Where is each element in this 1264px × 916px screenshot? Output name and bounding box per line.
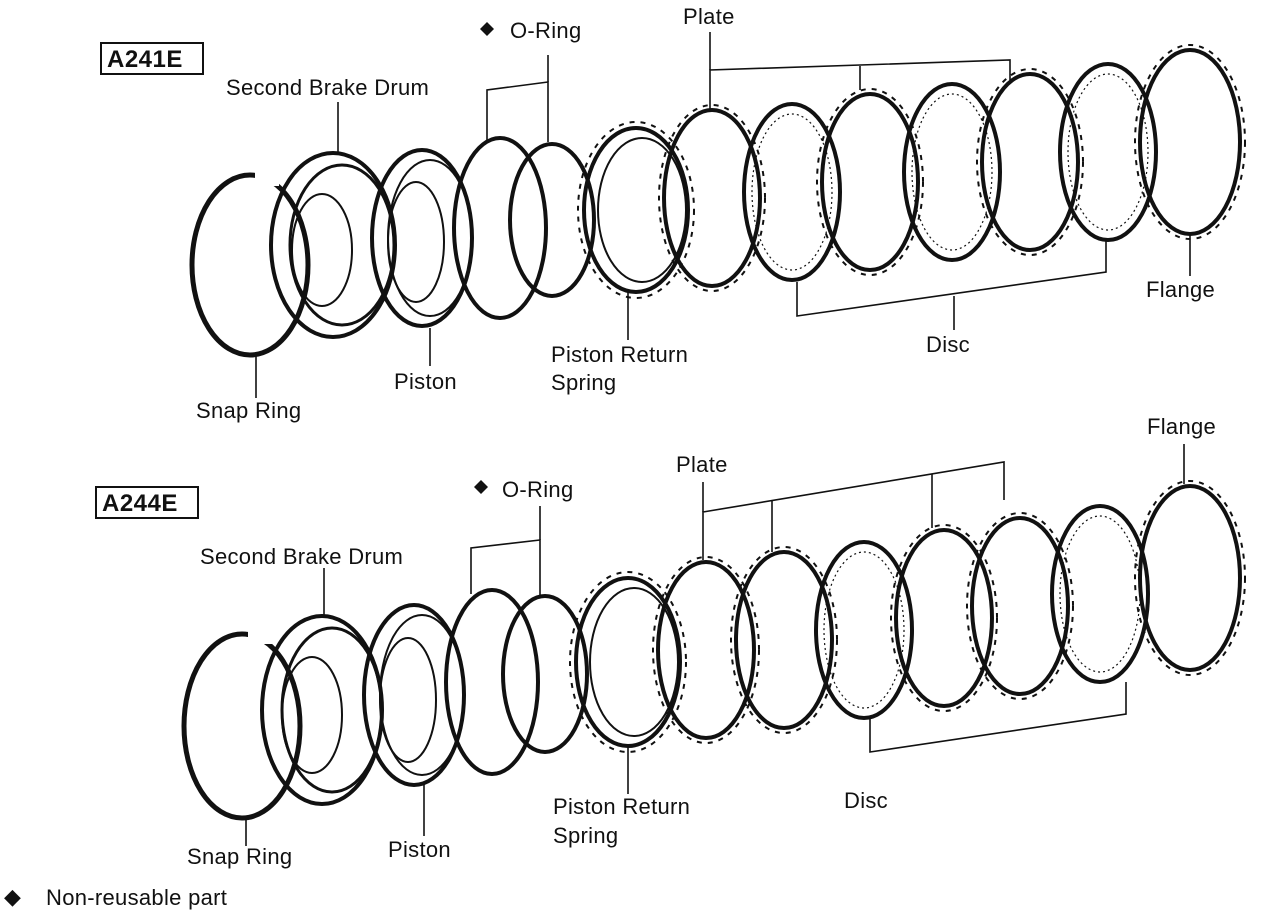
- snap-ring-shape: [181, 631, 303, 821]
- leader-lines: [245, 444, 1185, 846]
- o-ring-small: [508, 142, 596, 298]
- clutch-pack: [652, 480, 1246, 744]
- label-second-brake-drum: Second Brake Drum: [200, 544, 403, 569]
- snap-ring-gap: [255, 170, 279, 186]
- drum-bore: [291, 193, 353, 307]
- legend: ◆ Non-reusable part: [4, 884, 227, 910]
- spring-outer: [582, 126, 690, 294]
- diagram-a244e: A244E: [95, 414, 1246, 869]
- plate-2: [734, 550, 834, 730]
- drum-bore: [281, 656, 343, 774]
- label-piston-return-line2: Spring: [553, 823, 618, 848]
- piston-part: [362, 603, 466, 787]
- drum-inner: [288, 163, 396, 327]
- plate-4-teeth: [966, 512, 1074, 700]
- model-label: A244E: [102, 490, 178, 517]
- plate-1-teeth: [652, 556, 760, 744]
- flange-shape: [1138, 484, 1242, 672]
- label-piston: Piston: [388, 837, 451, 862]
- model-label: A241E: [107, 46, 183, 73]
- leader-lines: [255, 32, 1191, 398]
- label-disc: Disc: [844, 788, 888, 813]
- disc-1-lining: [751, 113, 833, 271]
- o-ring-small: [501, 594, 589, 754]
- plate-3: [980, 72, 1080, 252]
- label-disc: Disc: [926, 332, 970, 357]
- plate-3: [894, 528, 994, 708]
- label-plate: Plate: [683, 4, 735, 29]
- piston-bore: [379, 637, 437, 763]
- label-flange: Flange: [1147, 414, 1216, 439]
- plate-1: [662, 108, 762, 288]
- label-flange: Flange: [1146, 277, 1215, 302]
- clutch-pack: [658, 44, 1246, 292]
- diagram-a241e: A241E: [100, 4, 1246, 423]
- spring-coils: [569, 571, 687, 753]
- label-piston-return-line1: Piston Return: [551, 342, 688, 367]
- disc-2: [1050, 504, 1150, 684]
- disc-2-lining: [911, 93, 993, 251]
- plate-1: [656, 560, 756, 740]
- plate-3-teeth: [976, 68, 1084, 256]
- diamond-icon: [480, 22, 494, 36]
- plate-2: [820, 92, 920, 272]
- disc-3-lining: [1067, 73, 1149, 231]
- disc-1: [814, 540, 914, 720]
- snap-ring-part: [189, 170, 311, 358]
- disc-2: [902, 82, 1002, 262]
- label-second-brake-drum: Second Brake Drum: [226, 75, 429, 100]
- disc-1: [742, 102, 842, 282]
- plate-leader: [709, 59, 1011, 110]
- plate-leader: [702, 461, 1005, 560]
- second-brake-drum-part: [269, 151, 397, 339]
- plate-3-teeth: [890, 524, 998, 712]
- plate-4: [970, 516, 1070, 696]
- label-piston: Piston: [394, 369, 457, 394]
- disc-1-lining: [823, 551, 905, 709]
- legend-text: Non-reusable part: [46, 885, 227, 910]
- second-brake-drum-part: [260, 614, 384, 806]
- label-o-ring: O-Ring: [510, 18, 582, 43]
- piston-part: [370, 148, 474, 328]
- spring-coils: [577, 121, 695, 299]
- disc-leader: [869, 682, 1127, 753]
- model-box: [100, 42, 204, 75]
- spring-inner: [597, 137, 687, 283]
- piston-bore: [387, 181, 445, 303]
- o-ring-leader: [486, 81, 549, 142]
- label-o-ring: O-Ring: [502, 477, 574, 502]
- flange-teeth: [1134, 480, 1246, 676]
- model-box: [95, 486, 199, 519]
- plate-2-teeth: [730, 546, 838, 734]
- o-ring-large: [452, 136, 548, 320]
- flange-teeth: [1134, 44, 1246, 240]
- piston-return-spring-part: [577, 121, 695, 299]
- label-plate: Plate: [676, 452, 728, 477]
- snap-ring-shape: [189, 172, 311, 358]
- legend-diamond-icon: ◆: [4, 884, 21, 909]
- snap-ring-part: [181, 628, 303, 821]
- disc-3: [1058, 62, 1158, 242]
- label-snap-ring: Snap Ring: [196, 398, 301, 423]
- label-snap-ring: Snap Ring: [187, 844, 292, 869]
- spring-inner: [589, 587, 679, 737]
- label-piston-return-line1: Piston Return: [553, 794, 690, 819]
- plate-1-teeth: [658, 104, 766, 292]
- o-ring-leader: [470, 539, 541, 598]
- plate-2-teeth: [816, 88, 924, 276]
- disc-leader: [796, 240, 1107, 317]
- label-piston-return-line2: Spring: [551, 370, 616, 395]
- snap-ring-gap: [248, 628, 272, 644]
- diamond-icon: [474, 480, 488, 494]
- o-ring-large: [444, 588, 540, 776]
